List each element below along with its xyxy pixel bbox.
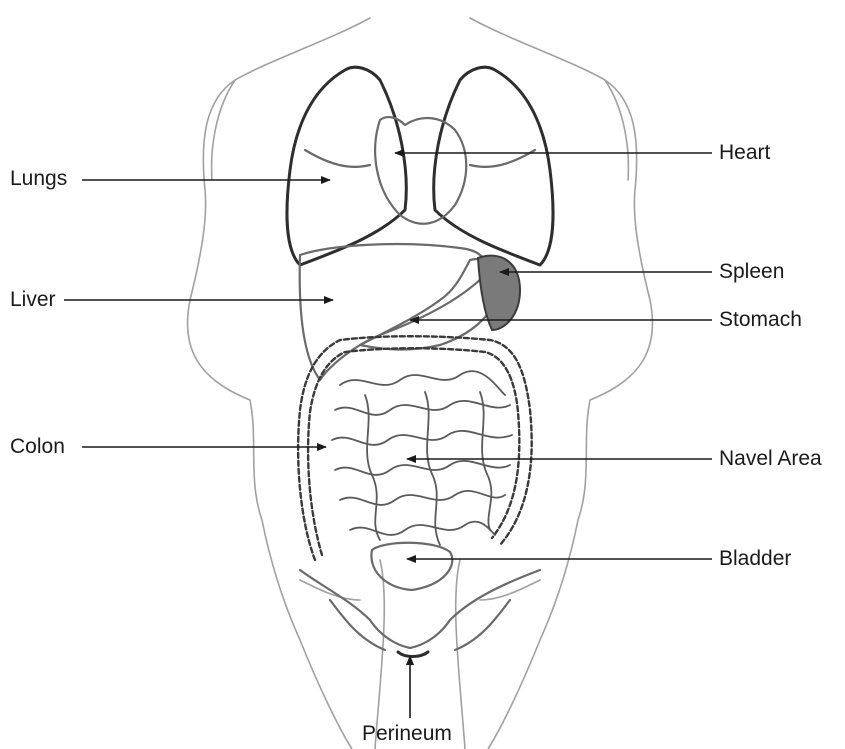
label-navel-area: Navel Area: [719, 447, 822, 471]
label-spleen: Spleen: [719, 260, 784, 284]
colon-organ: [298, 336, 532, 560]
heart-organ: [375, 117, 466, 224]
lungs-organ: [287, 67, 553, 265]
pelvis-outline: [300, 570, 540, 657]
leader-lines: [64, 153, 712, 718]
label-heart: Heart: [719, 141, 770, 165]
liver-organ: [300, 244, 487, 380]
body-outline: [188, 18, 653, 749]
label-colon: Colon: [10, 435, 65, 459]
label-perineum: Perineum: [362, 722, 452, 746]
small-intestine: [332, 371, 512, 545]
label-liver: Liver: [10, 288, 56, 312]
label-bladder: Bladder: [719, 547, 791, 571]
label-lungs: Lungs: [10, 167, 67, 191]
label-stomach: Stomach: [719, 308, 802, 332]
